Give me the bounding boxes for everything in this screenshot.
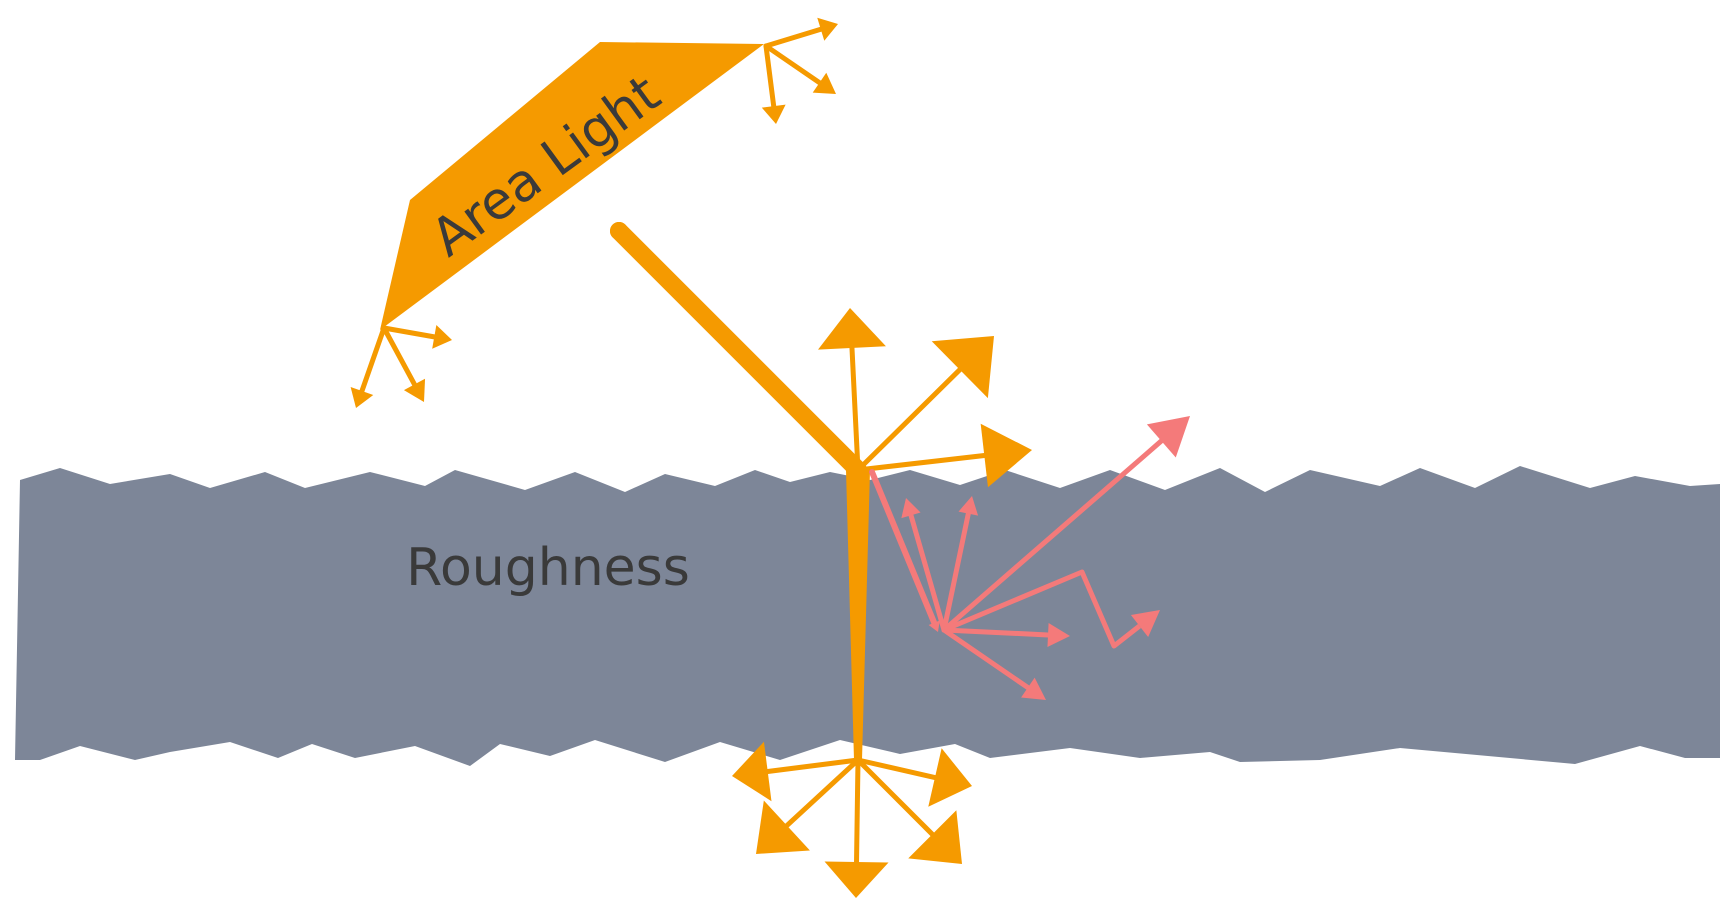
transmission-arrow xyxy=(732,741,861,802)
scatter-ray-in xyxy=(869,469,940,632)
light-corner-arrow xyxy=(350,325,387,408)
scatter-bounce-arrow xyxy=(943,569,1160,649)
light-arrow-group xyxy=(350,17,1032,898)
light-corner-arrow xyxy=(763,17,838,49)
scatter-arrow-group xyxy=(869,416,1190,700)
light-corner-arrow xyxy=(381,325,426,402)
rough-material-slab xyxy=(15,466,1720,766)
light-corner-arrow xyxy=(763,43,836,94)
reflection-arrow xyxy=(855,423,1032,488)
reflection-arrow xyxy=(818,308,886,473)
reflection-arrow xyxy=(855,336,994,473)
incident-ray xyxy=(610,222,867,479)
scatter-arrow xyxy=(941,496,979,633)
scatter-arrow xyxy=(941,416,1190,633)
light-corner-arrow xyxy=(381,325,452,349)
transmission-arrow xyxy=(824,757,889,898)
transmission-arrow xyxy=(756,757,861,854)
transmission-arrow xyxy=(855,748,972,807)
transmitted-beam xyxy=(846,470,870,760)
scatter-arrow xyxy=(901,498,947,633)
area-light-panel xyxy=(380,42,764,330)
scatter-arrow xyxy=(941,622,1070,647)
transmission-arrow xyxy=(855,757,962,864)
light-corner-arrow xyxy=(761,43,786,124)
scatter-arrow xyxy=(941,627,1046,700)
roughness-label: Roughness xyxy=(406,538,690,598)
